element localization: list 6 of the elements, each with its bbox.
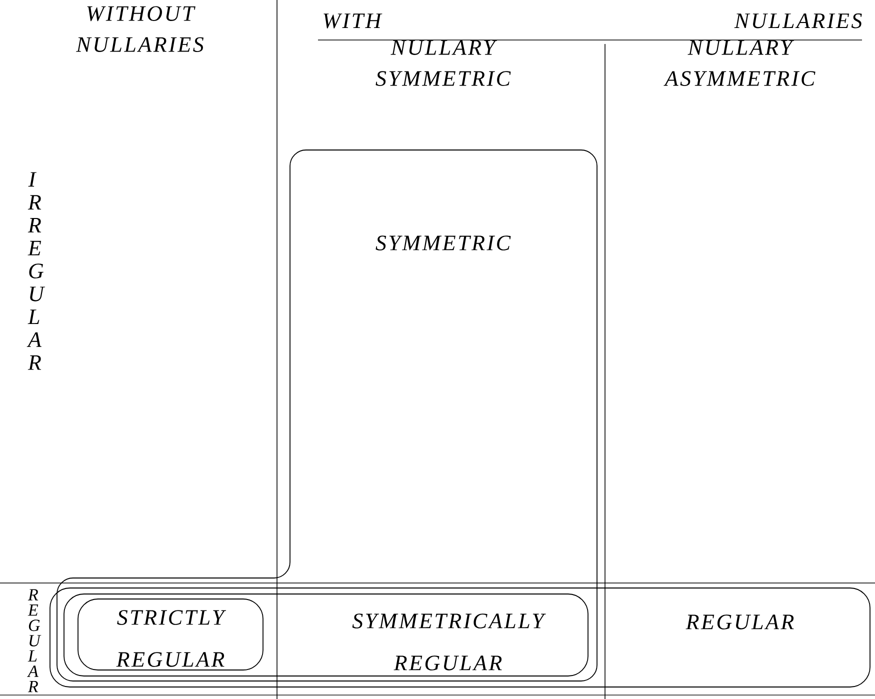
column-header: NULLARY SYMMETRIC [376, 40, 511, 86]
row-header: REGULAR [27, 589, 42, 692]
column-header: WITHOUT NULLARIES [76, 6, 204, 52]
column-header: NULLARY ASYMMETRIC [664, 40, 816, 86]
region-outline: STRICTLY REGULAR [78, 598, 264, 670]
column-header: WITH NULLARIES [318, 13, 862, 40]
